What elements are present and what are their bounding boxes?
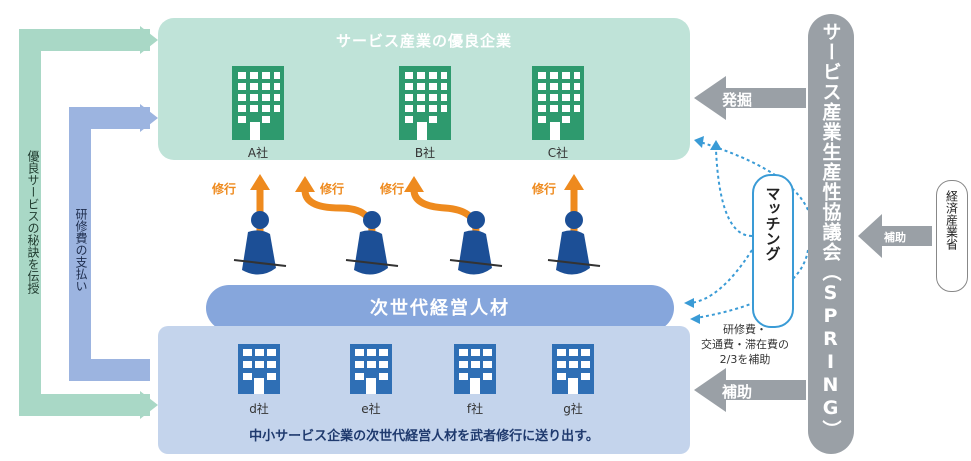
meti-badge — [936, 180, 968, 292]
subsidy-label: 補助 — [722, 383, 753, 401]
company-label-e: e社 — [361, 402, 381, 416]
training-label-4: 修行 — [532, 182, 557, 196]
spring-label: サービス産業生産性協議会（SPRING） — [819, 22, 842, 440]
office-building-icon — [552, 344, 594, 394]
subsidy-note-line-2: 交通費・滞在費の — [701, 338, 789, 351]
left-outer-arrow — [19, 26, 158, 419]
subsidy-arrow — [694, 368, 806, 412]
samurai-trainee-icon — [233, 211, 287, 275]
company-label-f: f社 — [466, 402, 484, 416]
discover-arrow — [694, 76, 806, 120]
training-label-1: 修行 — [212, 182, 237, 196]
office-building-icon — [532, 66, 584, 140]
company-label-d: d社 — [249, 402, 269, 416]
left-outer-label: 優良サービスの秘訣を伝授 — [26, 150, 40, 294]
matching-badge — [752, 174, 794, 328]
subsidy-note-line-1: 研修費・ — [723, 323, 767, 336]
next-gen-label: 次世代経営人材 — [370, 298, 510, 319]
office-building-icon — [232, 66, 284, 140]
training-label-2: 修行 — [320, 182, 345, 196]
top-panel-title: サービス産業の優良企業 — [335, 32, 512, 50]
samurai-trainee-icon — [449, 211, 503, 275]
company-label-b: B社 — [414, 146, 436, 160]
discover-label: 発掘 — [722, 91, 753, 109]
office-building-icon — [399, 66, 451, 140]
company-label-a: A社 — [247, 146, 269, 160]
subsidy-note-line-3: 2/3を補助 — [719, 353, 771, 366]
bottom-panel-caption: 中小サービス企業の次世代経営人材を武者修行に送り出す。 — [249, 429, 599, 444]
office-building-icon — [454, 344, 496, 394]
office-building-icon — [238, 344, 280, 394]
meti-arrow — [858, 214, 932, 258]
samurai-trainee-icon — [547, 211, 601, 275]
meti-subsidy-label: 補助 — [884, 231, 906, 244]
company-label-c: C社 — [547, 146, 569, 160]
next-gen-ellipse — [206, 285, 674, 331]
subsidy-note: 研修費・ 交通費・滞在費の 2/3を補助 — [690, 322, 800, 367]
left-inner-label: 研修費の支払い — [74, 208, 88, 292]
samurai-trainee-icon — [345, 211, 399, 275]
company-label-g: g社 — [563, 402, 583, 416]
training-label-3: 修行 — [380, 182, 405, 196]
spring-bar — [808, 14, 854, 454]
office-building-icon — [350, 344, 392, 394]
matching-label: マッチング — [763, 186, 782, 261]
meti-label: 経済産業省 — [944, 190, 959, 250]
left-inner-arrow — [69, 104, 158, 381]
